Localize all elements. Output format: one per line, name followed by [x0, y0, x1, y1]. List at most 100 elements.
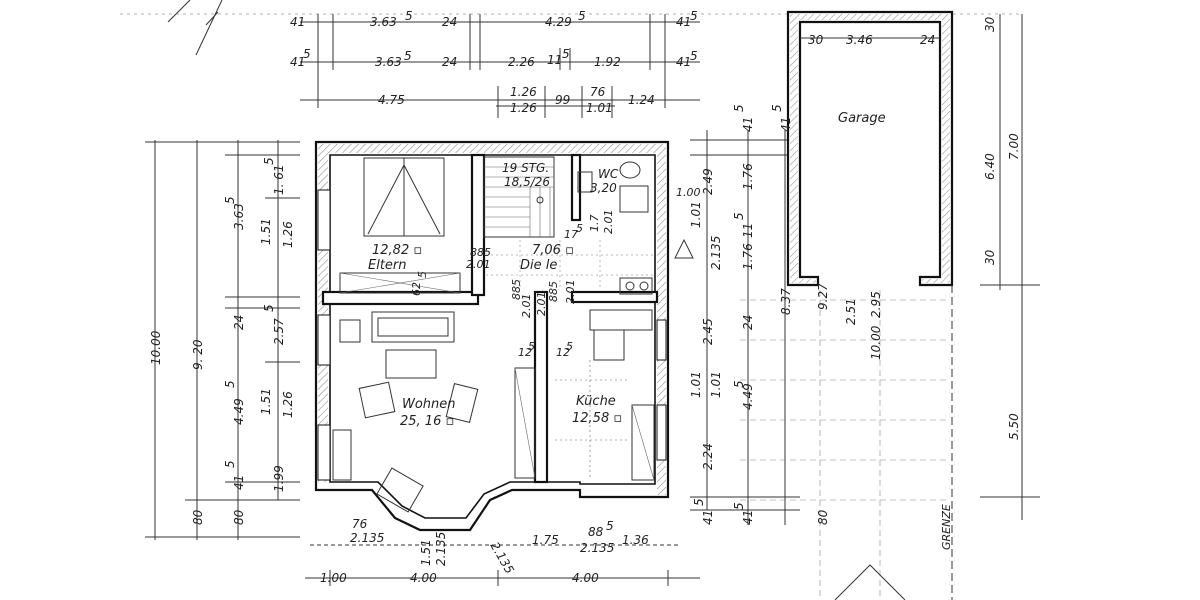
svg-text:41: 41 [232, 475, 246, 490]
svg-text:11: 11 [741, 223, 755, 238]
svg-text:11: 11 [547, 53, 562, 67]
svg-text:41: 41 [701, 510, 715, 525]
svg-text:24: 24 [741, 315, 755, 330]
svg-text:5: 5 [690, 9, 698, 23]
svg-text:80: 80 [816, 509, 830, 525]
svg-text:1.26: 1.26 [281, 221, 295, 248]
svg-text:12: 12 [518, 346, 532, 359]
svg-text:2.01: 2.01 [466, 258, 491, 271]
svg-text:4.00: 4.00 [572, 571, 599, 585]
kitchen-units [555, 277, 655, 481]
svg-text:4.75: 4.75 [378, 93, 405, 107]
svg-text:2.01: 2.01 [602, 210, 615, 235]
svg-text:1.51: 1.51 [419, 539, 433, 566]
room-name-wohnen: Wohnen [402, 397, 456, 412]
svg-text:5.50: 5.50 [1007, 413, 1021, 440]
svg-text:1.24: 1.24 [628, 93, 655, 107]
svg-text:30: 30 [808, 33, 824, 47]
wc-fixtures [577, 161, 649, 213]
svg-text:1. 61: 1. 61 [272, 164, 286, 195]
svg-text:30: 30 [983, 249, 997, 265]
svg-text:3.63: 3.63 [370, 15, 397, 29]
living-room-furniture [332, 311, 536, 513]
svg-text:5: 5 [576, 222, 583, 235]
svg-text:5: 5 [404, 49, 412, 63]
svg-text:5: 5 [303, 47, 311, 61]
svg-text:41: 41 [676, 55, 691, 69]
svg-text:24: 24 [442, 15, 457, 29]
room-area-eltern: 12,82 ▫ [372, 243, 422, 258]
svg-text:1.7: 1.7 [588, 215, 601, 233]
svg-text:41: 41 [741, 510, 755, 525]
room-area-diele: 7,06 ▫ [532, 243, 574, 258]
svg-text:1.76: 1.76 [741, 163, 755, 190]
svg-text:5: 5 [732, 212, 746, 220]
svg-text:3.63: 3.63 [375, 55, 402, 69]
room-area-wc: 3,20 [590, 181, 617, 195]
svg-text:2.95: 2.95 [869, 291, 883, 318]
stairs-ratio: 18,5/26 [504, 175, 550, 189]
garage-dimension-labels: 30 3.46 24 30 6.40 7.00 30 5.50 [808, 16, 1021, 440]
svg-text:1.26: 1.26 [510, 101, 537, 115]
dimension-lines-bottom [305, 544, 700, 586]
svg-text:5: 5 [732, 502, 746, 510]
svg-text:5: 5 [692, 498, 706, 506]
svg-text:1.01: 1.01 [586, 101, 613, 115]
top-dimension-row-2: 41 5 3.63 5 24 2.26 11 5 1.92 41 5 [290, 47, 698, 69]
svg-text:5: 5 [732, 104, 746, 112]
svg-text:2.49: 2.49 [701, 168, 715, 195]
svg-text:9.27: 9.27 [816, 283, 830, 310]
svg-text:5: 5 [416, 271, 429, 278]
svg-text:2.26: 2.26 [508, 55, 535, 69]
svg-text:5: 5 [223, 380, 237, 388]
svg-text:1.76: 1.76 [741, 243, 755, 270]
staircase [483, 156, 555, 238]
wardrobe [339, 272, 461, 294]
right-dimension-labels-c: 41 5 8.37 9.27 80 [770, 104, 830, 525]
center-vertical-dimension-labels: 2.51 10.00 2.95 [844, 291, 883, 360]
svg-text:4.29: 4.29 [545, 15, 572, 29]
svg-text:99: 99 [555, 93, 570, 107]
svg-text:5: 5 [562, 47, 570, 61]
room-name-eltern: Eltern [368, 258, 407, 273]
svg-text:1.00: 1.00 [320, 571, 347, 585]
right-dimension-labels-a: 2.49 1.01 2.135 2.45 1.01 1.01 2.24 41 5 [689, 168, 723, 525]
svg-text:1.26: 1.26 [281, 391, 295, 418]
svg-text:1.75: 1.75 [532, 533, 559, 547]
bed [363, 157, 445, 237]
svg-text:5: 5 [262, 304, 276, 312]
svg-text:1.36: 1.36 [622, 533, 649, 547]
room-name-diele: Die le [520, 258, 557, 273]
svg-text:80: 80 [191, 509, 205, 525]
driveway-marker [834, 564, 906, 600]
svg-text:5: 5 [690, 49, 698, 63]
driveway-paving [740, 290, 950, 600]
room-area-wohnen: 25, 16 ▫ [400, 414, 454, 429]
svg-text:24: 24 [232, 315, 246, 330]
svg-text:1.00: 1.00 [676, 186, 701, 199]
svg-text:5: 5 [732, 380, 746, 388]
svg-text:1.01: 1.01 [689, 201, 703, 228]
svg-text:5: 5 [566, 340, 573, 353]
interior-dimension-labels: 885 2.01 885 2.01 2.01 885 2.01 12 5 12 … [410, 186, 701, 359]
svg-text:41: 41 [290, 55, 305, 69]
svg-text:10.00: 10.00 [149, 330, 163, 365]
svg-text:2.45: 2.45 [701, 318, 715, 345]
svg-text:3.63: 3.63 [232, 203, 246, 230]
svg-text:88: 88 [588, 525, 604, 539]
svg-text:76: 76 [352, 517, 368, 531]
svg-text:2.01: 2.01 [564, 280, 577, 305]
svg-text:5: 5 [770, 104, 784, 112]
svg-text:1.26: 1.26 [510, 85, 537, 99]
svg-text:1.92: 1.92 [594, 55, 621, 69]
svg-text:885: 885 [470, 246, 491, 259]
svg-text:17: 17 [564, 228, 578, 241]
svg-text:30: 30 [983, 16, 997, 32]
svg-text:9. 20: 9. 20 [191, 339, 205, 370]
svg-text:7.00: 7.00 [1007, 133, 1021, 160]
svg-text:5: 5 [578, 9, 586, 23]
svg-text:2.135: 2.135 [709, 236, 723, 270]
svg-text:4.00: 4.00 [410, 571, 437, 585]
svg-text:5: 5 [262, 157, 276, 165]
room-name-garage: Garage [838, 111, 886, 126]
